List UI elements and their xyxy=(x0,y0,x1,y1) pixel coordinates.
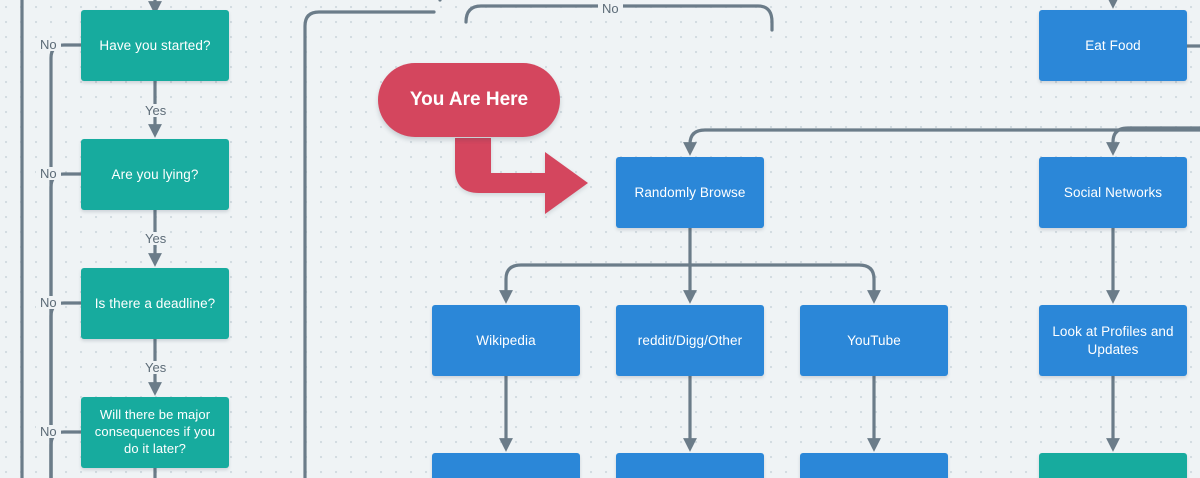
edge-label-yes-3: Yes xyxy=(141,361,171,374)
node-reddit-digg-other[interactable]: reddit/Digg/Other xyxy=(616,305,764,376)
node-label: reddit/Digg/Other xyxy=(637,332,743,348)
node-read-dozens-of-1[interactable]: Read Dozens of xyxy=(616,453,764,478)
node-start-trail-of[interactable]: Start Trail of xyxy=(432,453,580,478)
you-are-here-arrow xyxy=(455,138,588,214)
node-wikipedia[interactable]: Wikipedia xyxy=(432,305,580,376)
node-major-consequences[interactable]: Will there be major consequences if you … xyxy=(81,397,229,468)
edge-no-started xyxy=(49,43,83,478)
node-look-at-profiles[interactable]: Look at Profiles and Updates xyxy=(1039,305,1187,376)
edge-no-deadline xyxy=(49,301,83,478)
node-have-you-started[interactable]: Have you started? xyxy=(81,10,229,81)
node-randomly-browse[interactable]: Randomly Browse xyxy=(616,157,764,228)
edge-browse-to-wikipedia xyxy=(499,263,692,304)
edge-label-no-3: No xyxy=(36,296,61,309)
node-label: Will there be major consequences if you … xyxy=(94,407,216,456)
edge-label-no-1: No xyxy=(36,38,61,51)
you-are-here-pill[interactable]: You Are Here xyxy=(378,63,560,137)
node-read-dozens-of-2[interactable]: Read Dozens of xyxy=(800,453,948,478)
node-is-there-a-deadline[interactable]: Is there a deadline? xyxy=(81,268,229,339)
edge-label-no-4: No xyxy=(36,425,61,438)
node-eat-food[interactable]: Eat Food xyxy=(1039,10,1187,81)
you-are-here-label: You Are Here xyxy=(409,89,529,110)
node-do-you-know-them[interactable]: Do you know them xyxy=(1039,453,1187,478)
node-are-you-lying[interactable]: Are you lying? xyxy=(81,139,229,210)
node-label: Social Networks xyxy=(1063,184,1163,200)
edge-into-social-networks xyxy=(1106,126,1200,156)
edge-into-randomly-browse xyxy=(683,128,1200,156)
node-label: YouTube xyxy=(847,332,901,348)
node-label: Eat Food xyxy=(1085,37,1141,53)
node-social-networks[interactable]: Social Networks xyxy=(1039,157,1187,228)
node-label: Are you lying? xyxy=(111,166,199,182)
node-label: Look at Profiles and Updates xyxy=(1052,323,1174,357)
node-label: Is there a deadline? xyxy=(94,295,216,311)
node-label: Wikipedia xyxy=(476,332,536,348)
node-youtube[interactable]: YouTube xyxy=(800,305,948,376)
edge-label-yes-2: Yes xyxy=(141,232,171,245)
node-label: Randomly Browse xyxy=(634,184,746,200)
edge-label-yes-1: Yes xyxy=(141,104,171,117)
edge-label-no-2: No xyxy=(36,167,61,180)
node-label: Have you started? xyxy=(99,37,211,53)
edge-browse-to-youtube xyxy=(688,263,881,304)
edge-label-no-top: No xyxy=(598,2,623,15)
